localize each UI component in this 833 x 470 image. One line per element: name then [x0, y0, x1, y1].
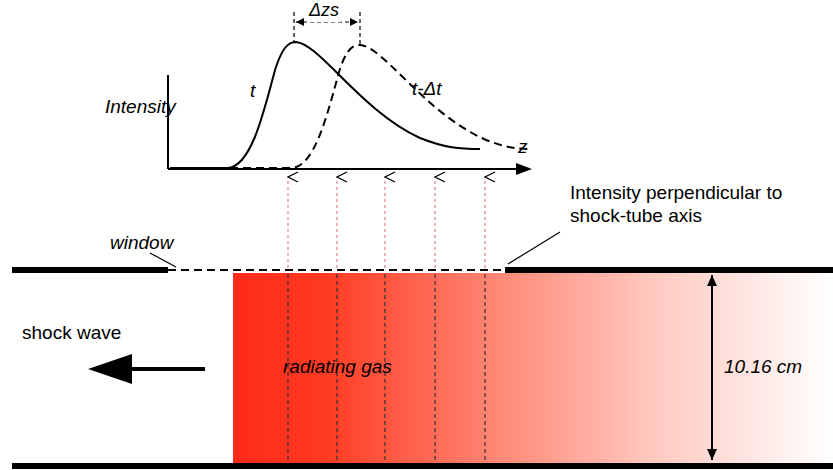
- tube-wall: [12, 463, 833, 469]
- note: Intensity perpendicular to shock-tube ax…: [570, 182, 815, 228]
- axis-label: z: [518, 136, 528, 159]
- tube-wall: [505, 267, 833, 273]
- shock-arrow: [88, 354, 205, 384]
- tube-wall: [12, 267, 168, 273]
- part-label: window: [110, 232, 173, 255]
- curve-label: t: [250, 80, 255, 103]
- part-label: radiating gas: [283, 356, 392, 379]
- curve-label: t-Δt: [412, 78, 442, 101]
- shift-label: Δzs: [307, 0, 341, 22]
- leader-line: [150, 253, 176, 267]
- part-label: shock wave: [22, 322, 122, 345]
- intensity-curve-t-minus-dt: [230, 45, 528, 168]
- diameter-dimension: [711, 275, 713, 460]
- radiating-gas: [233, 273, 833, 464]
- graph-axes: [168, 75, 532, 175]
- dimension-label: 10.16 cm: [724, 356, 802, 379]
- window: [168, 269, 505, 271]
- leader-line: [508, 232, 560, 264]
- axis-label: Intensity: [105, 96, 176, 119]
- lines-of-sight: [288, 177, 485, 462]
